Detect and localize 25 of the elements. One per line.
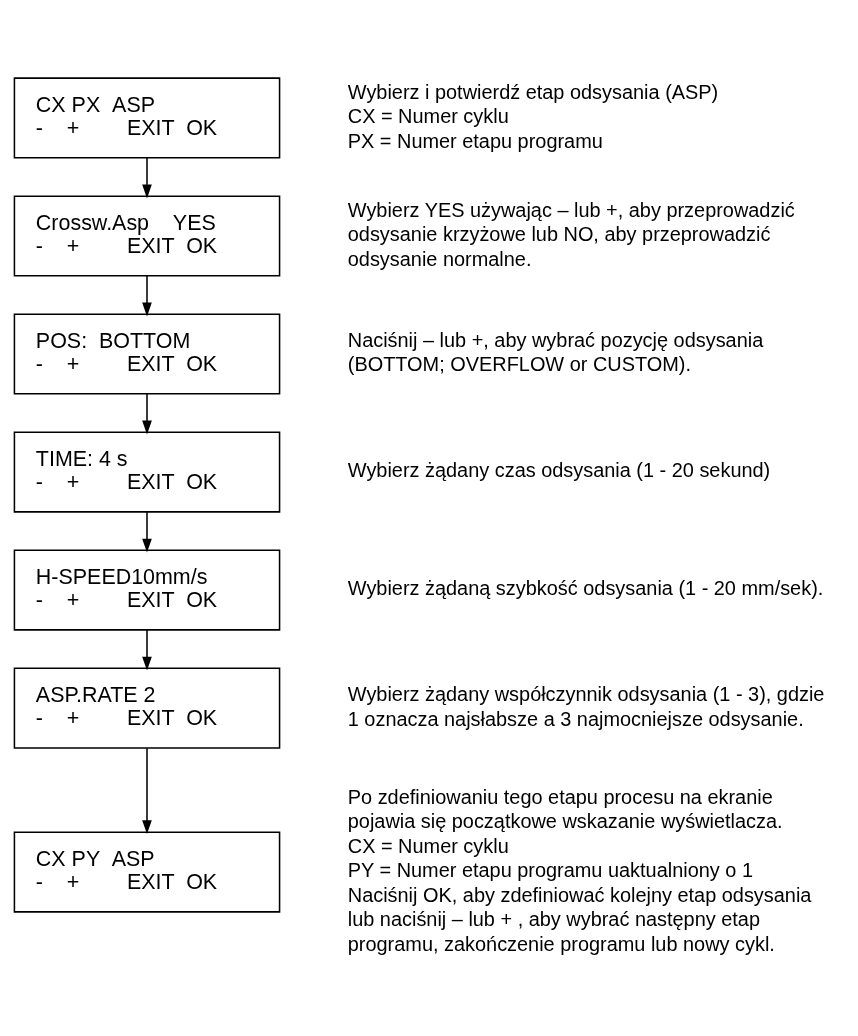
node-box: CX PX ASP - + EXIT OK <box>13 77 281 159</box>
node-label: Wybierz żądany współczynnik odsysania (1 - 3), gdzie 1 oznacza najsłabsze a 3 najmocniejsze odsysanie. <box>347 683 825 730</box>
arrow <box>142 511 152 553</box>
node-box: ASP.RATE 2 - + EXIT OK <box>13 667 281 749</box>
arrow <box>142 747 152 835</box>
node-label: Wybierz żądany czas odsysania (1 - 20 sekund) <box>347 459 771 482</box>
node-box: H-SPEED10mm/s - + EXIT OK <box>13 549 281 631</box>
arrow <box>142 157 152 199</box>
node-box: TIME: 4 s - + EXIT OK <box>13 431 281 513</box>
node-label: Naciśnij OK, aby zdefiniować kolejny etap odsysania lub naciśnij – lub + , aby wybrać następny etap programu, zakończenie programu lub nowy cykl. <box>347 883 812 955</box>
node-label: PY = Numer etapu programu uaktualniony o 1 <box>347 859 753 882</box>
arrow <box>142 275 152 317</box>
node-box: POS: BOTTOM - + EXIT OK <box>13 313 281 395</box>
node-label: Po zdefiniowaniu tego etapu procesu na ekranie pojawia się początkowe wskazanie wyświetlacza. <box>347 785 783 833</box>
arrow <box>142 393 152 435</box>
node-label: PX = Numer etapu programu <box>347 129 603 152</box>
node-label: CX = Numer cyklu <box>347 105 509 128</box>
node-label: Naciśnij – lub +, aby wybrać pozycję odsysania (BOTTOM; OVERFLOW or CUSTOM). <box>347 328 764 376</box>
node-label: Wybierz żądaną szybkość odsysania (1 - 20 mm/sek). <box>347 577 824 600</box>
node-label: CX = Numer cyklu <box>347 834 509 857</box>
node-box: Crossw.Asp YES - + EXIT OK <box>13 195 281 277</box>
node-label: Wybierz YES używając – lub +, aby przeprowadzić odsysanie krzyżowe lub NO, aby przeprowadzić odsysanie normalne. <box>347 198 795 270</box>
node-box: CX PY ASP - + EXIT OK <box>13 831 281 913</box>
node-label: Wybierz i potwierdź etap odsysania (ASP) <box>347 80 719 103</box>
arrow <box>142 629 152 671</box>
